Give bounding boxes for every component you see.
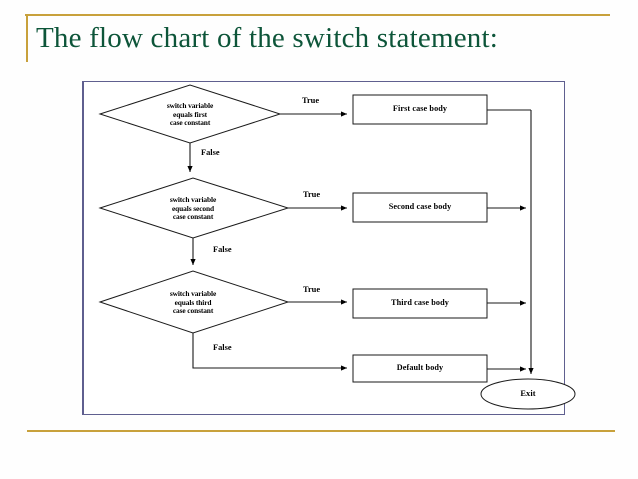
terminal-label-exit: Exit [520, 389, 536, 398]
decision-label-3: switch variable equals third case consta… [169, 289, 217, 315]
flowchart-frame [82, 81, 565, 415]
process-label-2: Second case body [388, 202, 452, 211]
edge-label-true-2: True [303, 190, 321, 199]
page-title: The flow chart of the switch statement: [36, 22, 498, 54]
edge-label-false-2: False [213, 245, 232, 254]
decision-label-2: switch variable equals second case const… [169, 195, 217, 221]
decision-label-1: switch variable equals first case consta… [166, 101, 214, 127]
process-label-1: First case body [392, 104, 448, 113]
bottom-gold-rule [27, 430, 615, 432]
process-label-3: Third case body [391, 298, 449, 307]
edge-label-false-3: False [213, 343, 232, 352]
process-label-default: Default body [396, 363, 444, 372]
top-gold-rule [25, 14, 610, 16]
edge-label-true-3: True [303, 285, 321, 294]
edge-label-true-1: True [302, 96, 320, 105]
edge-label-false-1: False [201, 148, 220, 157]
left-gold-rule [26, 16, 28, 62]
